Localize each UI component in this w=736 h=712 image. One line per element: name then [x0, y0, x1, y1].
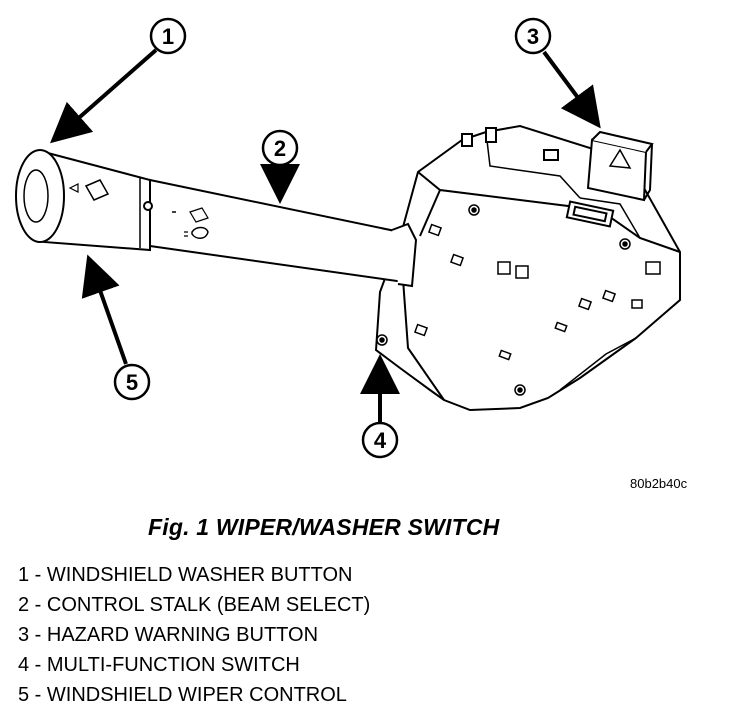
- svg-text:1: 1: [162, 24, 174, 49]
- callout-3: 3: [514, 17, 552, 55]
- legend-item: 3 - HAZARD WARNING BUTTON: [18, 624, 319, 646]
- svg-text:3: 3: [527, 24, 539, 49]
- legend-item: 2 - CONTROL STALK (BEAM SELECT): [18, 594, 371, 616]
- svg-text:4: 4: [374, 428, 387, 453]
- switch-face-features: [376, 204, 661, 396]
- legend-item: 4 - MULTI-FUNCTION SWITCH: [18, 654, 300, 676]
- hazard-warning-button: [586, 130, 654, 202]
- legend-item: 1 - WINDSHIELD WASHER BUTTON: [18, 564, 353, 586]
- svg-text:5: 5: [126, 370, 138, 395]
- control-stalk: [15, 149, 418, 288]
- callout-2: 2: [261, 129, 299, 167]
- wiper-washer-switch-illustration: 1 2 3 4 5: [15, 17, 681, 459]
- callout-5: 5: [113, 363, 151, 401]
- callout-4: 4: [361, 421, 399, 459]
- svg-text:2: 2: [274, 136, 286, 161]
- callout-1: 1: [149, 17, 187, 55]
- leader-arrows: [49, 48, 601, 422]
- figure-caption: Fig. 1 WIPER/WASHER SWITCH: [148, 514, 500, 540]
- legend-item: 5 - WINDSHIELD WIPER CONTROL: [18, 684, 347, 706]
- figure-code: 80b2b40c: [630, 476, 688, 491]
- legend-list: 1 - WINDSHIELD WASHER BUTTON 2 - CONTROL…: [18, 560, 370, 710]
